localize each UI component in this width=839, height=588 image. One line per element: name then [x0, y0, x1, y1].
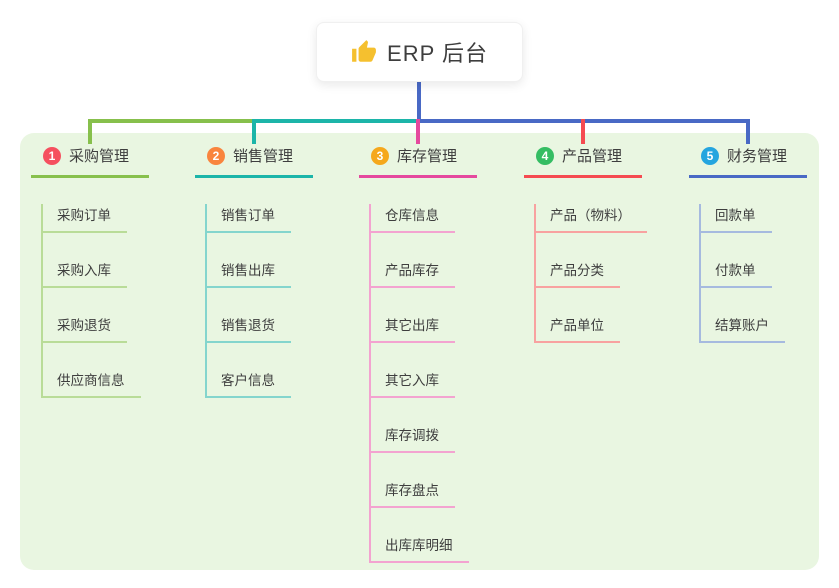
branch-drop-4 [581, 119, 585, 144]
branch-title: 采购管理 [69, 148, 130, 165]
branch-header[interactable]: 3 库存管理 [359, 145, 477, 178]
children-group: 回款单付款单结算账户 [699, 204, 785, 343]
subtopic[interactable]: 库存盘点 [371, 479, 455, 508]
children-group: 销售订单销售出库销售退货客户信息 [205, 204, 291, 398]
branch-drop-5 [746, 119, 750, 144]
subtopic[interactable]: 其它入库 [371, 369, 455, 398]
branches-background-panel [20, 133, 819, 570]
subtopic[interactable]: 其它出库 [371, 314, 455, 343]
subtopic[interactable]: 采购退货 [43, 314, 127, 343]
subtopic[interactable]: 销售订单 [207, 204, 291, 233]
subtopic[interactable]: 客户信息 [207, 369, 291, 398]
root-topic-label: ERP 后台 [387, 41, 488, 66]
branch-drop-2 [252, 119, 256, 144]
children-group: 采购订单采购入库采购退货供应商信息 [41, 204, 141, 398]
branch-drop-3 [416, 119, 420, 144]
branch-column-sales: 2 销售管理 销售订单销售出库销售退货客户信息 [195, 145, 313, 398]
connector-segment-center [254, 119, 417, 123]
branch-title: 库存管理 [397, 148, 458, 165]
branch-number-badge: 5 [701, 146, 719, 165]
subtopic[interactable]: 结算账户 [701, 314, 785, 343]
branch-title: 财务管理 [727, 148, 788, 165]
subtopic[interactable]: 仓库信息 [371, 204, 455, 233]
root-topic[interactable]: ERP 后台 [316, 22, 523, 82]
connector-segment-left [88, 119, 254, 123]
subtopic[interactable]: 销售退货 [207, 314, 291, 343]
subtopic[interactable]: 产品库存 [371, 259, 455, 288]
subtopic[interactable]: 回款单 [701, 204, 772, 233]
branch-title: 产品管理 [562, 148, 623, 165]
subtopic[interactable]: 库存调拨 [371, 424, 455, 453]
branch-number-badge: 2 [207, 146, 225, 165]
branch-header[interactable]: 1 采购管理 [31, 145, 149, 178]
subtopic[interactable]: 产品分类 [536, 259, 620, 288]
subtopic[interactable]: 销售出库 [207, 259, 291, 288]
branch-title: 销售管理 [233, 148, 294, 165]
subtopic[interactable]: 供应商信息 [43, 369, 141, 398]
branch-number-badge: 4 [536, 146, 554, 165]
root-trunk-connector [417, 82, 421, 120]
branch-column-purchase: 1 采购管理 采购订单采购入库采购退货供应商信息 [31, 145, 149, 398]
branch-drop-1 [88, 119, 92, 144]
subtopic[interactable]: 产品（物料） [536, 204, 647, 233]
branch-number-badge: 3 [371, 146, 389, 165]
subtopic[interactable]: 产品单位 [536, 314, 620, 343]
thumbs-up-icon [352, 40, 376, 62]
branch-column-inventory: 3 库存管理 仓库信息产品库存其它出库其它入库库存调拨库存盘点出库库明细 [359, 145, 477, 563]
subtopic[interactable]: 采购订单 [43, 204, 127, 233]
branch-column-finance: 5 财务管理 回款单付款单结算账户 [689, 145, 807, 343]
branch-column-product: 4 产品管理 产品（物料） 产品分类产品单位 [524, 145, 647, 343]
branch-header[interactable]: 2 销售管理 [195, 145, 313, 178]
children-group: 产品（物料） 产品分类产品单位 [534, 204, 647, 343]
branch-header[interactable]: 4 产品管理 [524, 145, 642, 178]
children-group: 仓库信息产品库存其它出库其它入库库存调拨库存盘点出库库明细 [369, 204, 469, 563]
branch-number-badge: 1 [43, 146, 61, 165]
subtopic[interactable]: 出库库明细 [371, 534, 469, 563]
branch-header[interactable]: 5 财务管理 [689, 145, 807, 178]
subtopic[interactable]: 采购入库 [43, 259, 127, 288]
subtopic[interactable]: 付款单 [701, 259, 772, 288]
